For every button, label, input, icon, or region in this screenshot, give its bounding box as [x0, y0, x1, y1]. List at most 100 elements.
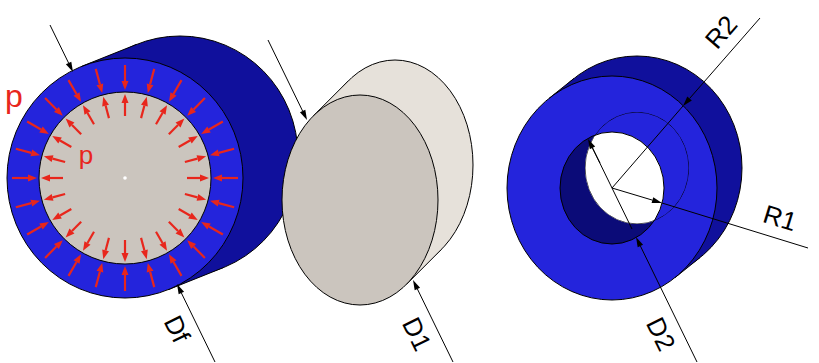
pressure-arrow — [12, 177, 28, 179]
pressure-arrow — [174, 262, 182, 276]
pressure-arrow-head — [210, 150, 220, 157]
pressure-arrow — [209, 227, 223, 235]
pressure-arrow-head — [141, 97, 148, 107]
pressure-arrow — [69, 80, 77, 94]
pressure-arrow-head — [54, 240, 63, 249]
pressure-arrow-head — [54, 107, 63, 116]
ring-figure — [507, 18, 808, 362]
pressure-arrow — [194, 98, 205, 109]
pressure-arrow-head — [159, 105, 167, 115]
pressure-arrow-head — [122, 81, 129, 90]
pressure-arrow-head — [97, 263, 104, 273]
dimension-arrow-head — [177, 284, 184, 294]
pressure-arrow — [27, 227, 41, 235]
pressure-arrow — [169, 222, 178, 231]
pressure-arrow — [222, 177, 238, 179]
pressure-arrow — [60, 141, 71, 148]
pressure-arrow-head — [44, 155, 54, 162]
dimension-label: D2 — [642, 313, 680, 354]
pressure-arrow — [141, 106, 144, 119]
pressure-arrow — [150, 69, 154, 84]
radius-label: R2 — [700, 11, 741, 53]
pressure-arrow-head — [201, 222, 211, 230]
hole-edge — [560, 132, 664, 244]
pressure-arrow — [60, 209, 71, 216]
pressure-arrow-head — [197, 194, 207, 201]
pressure-arrow-head — [66, 119, 75, 128]
hole-wall — [560, 132, 664, 244]
pressure-arrow — [96, 69, 100, 84]
pressure-arrow — [72, 125, 81, 134]
pressure-arrow — [96, 272, 100, 287]
pressure-arrow-head — [147, 263, 154, 273]
pressure-arrow-head — [188, 212, 198, 220]
pressure-arrow — [16, 203, 31, 207]
pressure-arrow-head — [188, 136, 198, 144]
pressure-arrow-head — [102, 97, 109, 107]
solid-disk-front — [282, 95, 438, 305]
pressure-arrow — [156, 232, 163, 243]
pressure-arrow — [124, 275, 126, 291]
pressure-arrow-head — [122, 266, 129, 275]
pressure-arrow — [174, 80, 182, 94]
pressure-arrow-head — [159, 241, 167, 251]
pressure-arrow-head — [52, 136, 62, 144]
pressure-arrow-head — [41, 175, 50, 182]
dimension-arrow — [640, 246, 697, 362]
pressure-arrow — [187, 177, 200, 179]
pressure-arrow — [185, 159, 198, 162]
pressure-arrow-head — [28, 175, 37, 182]
outer-ring-front — [7, 58, 243, 298]
dimension-label: D1 — [398, 313, 436, 354]
pressure-arrow-head — [200, 175, 209, 182]
pressure-arrow — [53, 194, 66, 197]
pressure-arrow-head — [122, 94, 129, 103]
pressure-arrow — [179, 209, 190, 216]
radius-arrow-head — [652, 197, 662, 203]
pressure-arrow-head — [187, 240, 196, 249]
pressure-arrow — [219, 149, 234, 153]
pressure-arrow-head — [97, 83, 104, 93]
pressure-arrow — [27, 122, 41, 130]
pressure-arrow — [209, 122, 223, 130]
hole-back-edge — [585, 112, 689, 224]
pressure-arrow-head — [102, 250, 109, 260]
dimension-arrow — [592, 148, 600, 163]
pressure-arrow — [45, 247, 56, 258]
pressure-arrow-head — [73, 92, 81, 102]
pressure-arrow — [88, 113, 95, 124]
dimension-arrow-head — [300, 110, 307, 120]
pressure-arrow — [194, 247, 205, 258]
pressure-arrow — [16, 149, 31, 153]
pressure-arrow-head — [52, 212, 62, 220]
pressure-arrow — [50, 177, 63, 179]
pressure-arrow-head — [201, 126, 211, 134]
dimension-arrow-head — [636, 237, 643, 247]
pressure-arrow-head — [197, 155, 207, 162]
pressure-arrow — [169, 125, 178, 134]
pressure-arrow-head — [169, 92, 177, 102]
pressure-arrow-head — [30, 200, 40, 207]
pressure-label: p — [5, 80, 23, 112]
pressure-arrow — [124, 103, 126, 116]
pressure-arrow — [53, 159, 66, 162]
pressure-arrow — [45, 98, 56, 109]
pressure-arrow — [141, 238, 144, 251]
pressure-arrow-head — [66, 229, 75, 238]
pressure-arrow-head — [169, 254, 177, 264]
pressure-arrow-head — [122, 253, 129, 262]
pressure-arrow-head — [147, 83, 154, 93]
assembly-figure — [7, 25, 298, 362]
pressure-arrow — [124, 65, 126, 81]
pressure-arrow-head — [187, 107, 196, 116]
pressure-arrow — [88, 232, 95, 243]
pressure-arrow-head — [44, 194, 54, 201]
radius-label: R1 — [760, 201, 799, 236]
pressure-arrow-head — [39, 126, 49, 134]
center-dot — [123, 176, 127, 180]
radius-arrow — [612, 188, 652, 200]
pressure-arrow-head — [39, 222, 49, 230]
